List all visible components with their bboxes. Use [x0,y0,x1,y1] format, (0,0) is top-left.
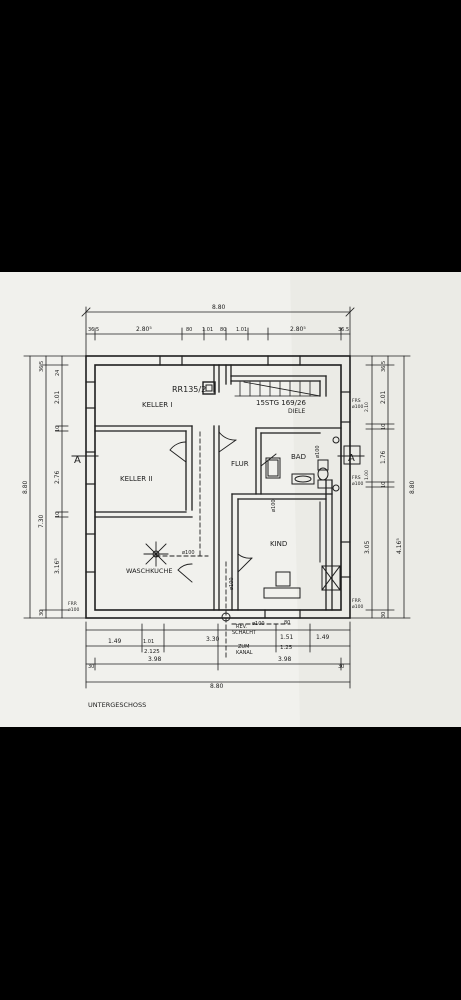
dim-top-1: 36.5 [88,327,99,333]
stairs-label: 15STG 169/26 [256,399,306,407]
dim-right-6: 3.05 [364,540,371,554]
room-label-waschkueche: WASCHKUCHE [126,567,172,575]
zum-kanal-label-1: ZUM [238,644,249,650]
stair-treads [234,381,321,397]
rev-schacht-label-1: REV. [236,624,247,630]
dim-bottom-5: 1.49 [316,634,330,641]
room-label-keller2: KELLER II [120,475,152,483]
dim-right-2: 2.01 [380,390,387,404]
frs-top-label-2: ø100 [352,404,363,410]
dim-right-overall: 8.80 [409,480,416,494]
dim-left-4: 10 [55,426,61,432]
frs-mid-label-2: ø100 [352,481,363,487]
pipe-label-1: ø100 [182,550,195,556]
dim-bottom-4: 1.51 [280,634,294,641]
section-label-left: A [74,455,81,466]
drawing-title: UNTERGESCHOSS [88,701,146,709]
frr-right-label-1: FRR [352,598,361,604]
dim-bottom-1: 1.49 [108,638,122,645]
dim-right-7: 4.16⁵ [396,538,403,554]
dim-top-2: 2.80⁵ [136,326,152,333]
dim-left-1: 36.5 [39,361,45,372]
floor-drain-symbol [143,541,231,622]
chimney-label: RR135/2 [172,385,206,394]
drain-lines [155,431,291,658]
dim-top-8: 36.5 [338,327,349,333]
frr-right-label-2: ø100 [352,604,363,610]
section-label-right: A [348,453,355,464]
pipe-label-2: ø100 [229,577,235,590]
room-label-keller1: KELLER I [142,401,172,409]
dim-top-3: 80 [186,327,192,333]
room-label-kind: KIND [270,540,287,548]
dim-right-8: 30 [381,612,387,618]
dim-left-6: 10 [55,512,61,518]
rev-schacht-label-2: SCHACHT [232,630,257,636]
dim-left-5: 2.76 [54,470,61,484]
frr-left-label-1: FRR [68,601,77,607]
dim-top-6: 1.01 [236,327,247,333]
dim-bottom-13: 80 [284,620,290,626]
zum-kanal-label-2: KANAL [236,650,253,656]
dim-bottom-7: 1.25 [280,645,293,651]
pipe-label-3: ø100 [252,621,265,627]
frr-left-label-2: ø100 [68,607,79,613]
dim-bottom-10: 30 [88,664,94,670]
dim-right-4: 1.76 [380,450,387,464]
floor-plan-drawing: KELLER I KELLER II WASCHKUCHE FLUR BAD K… [0,272,461,727]
pipe-label-5: ø100 [271,499,277,512]
dim-right-10: 1.00 [364,470,370,480]
dim-top-overall: 8.80 [212,304,226,311]
dim-top-5: 80 [220,327,226,333]
dim-bottom-6: 2.125 [144,649,160,655]
dim-right-5: 10 [381,482,387,488]
room-label-diele: DIELE [288,408,306,415]
dimension-lines [23,306,411,689]
dim-left-8: 30 [39,610,45,616]
dim-top-4: 1.01 [202,327,213,333]
dim-bottom-3: 3.30 [206,636,220,643]
bath-fixtures [265,436,340,492]
dim-left-7: 3.16⁵ [54,558,61,574]
windows [85,355,351,619]
dim-bottom-2: 1.01 [143,639,154,645]
dim-right-3: 10 [381,424,387,430]
dim-right-1: 36.5 [381,361,387,372]
outer-walls [85,355,351,619]
plan-sheet: KELLER I KELLER II WASCHKUCHE FLUR BAD K… [0,272,461,727]
room-label-bad: BAD [291,453,306,461]
room-label-flur: FLUR [231,460,249,468]
dim-bottom-9: 3.98 [278,656,292,663]
dim-bottom-8: 3.98 [148,656,162,663]
dim-bottom-12: 8.80 [210,683,224,690]
dim-right-9: 2.10 [364,402,370,412]
frs-mid-label-1: FRS [352,475,361,481]
dim-left-3: 2.01 [54,390,61,404]
dim-left-inner: 7.30 [38,514,45,528]
pipe-label-4: ø100 [315,445,321,458]
section-markers [71,445,365,465]
kind-furniture [263,501,341,599]
dim-left-overall: 8.80 [22,480,29,494]
frs-top-label-1: FRS [352,398,361,404]
dim-top-7: 2.80⁵ [290,326,306,333]
dim-bottom-11: 30 [338,664,344,670]
dim-left-2: 24 [55,370,61,376]
